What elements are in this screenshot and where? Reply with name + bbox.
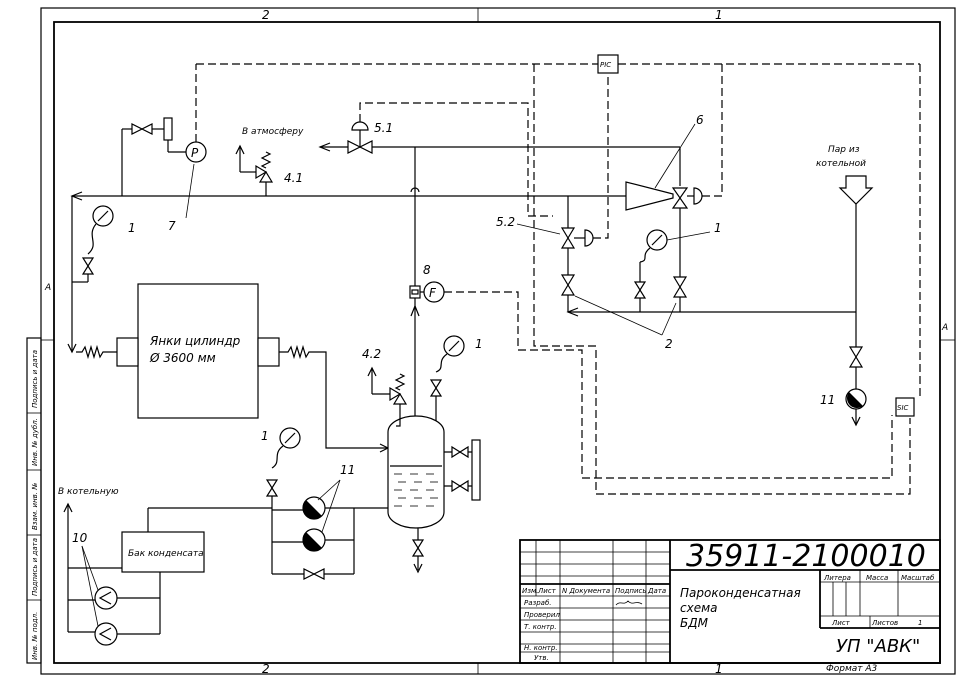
- leader-lines: [185, 123, 696, 336]
- callout: 1: [128, 221, 136, 235]
- signature: [615, 600, 643, 606]
- callout: 11: [340, 463, 355, 477]
- tb-header: Лист: [831, 619, 851, 627]
- cylinder-size: Ø 3600 мм: [149, 351, 216, 365]
- stamp-label: Взам. инв. №: [31, 482, 39, 530]
- callout: 11: [820, 393, 835, 407]
- tb-row: Н. контр.: [524, 644, 558, 652]
- cylinder-label: Янки цилиндр: [149, 334, 241, 348]
- format-label: Формат А3: [826, 664, 878, 674]
- annotations: В атмосферу Пар из котельной В котельную…: [58, 113, 866, 545]
- tb-header: N Документа: [562, 587, 610, 595]
- zone-label: 1: [715, 662, 723, 676]
- zone-label: 1: [715, 8, 723, 22]
- stamp-label: Подпись и дата: [31, 538, 39, 596]
- stamp-label: Инв. № дубл.: [31, 418, 39, 466]
- callout: 1: [475, 337, 483, 351]
- callout: 6: [696, 113, 704, 127]
- doc-number: 35911-2100010: [686, 539, 926, 574]
- drawing-frame: 2 1 2 1 A A Подпись и дата Инв. № дубл. …: [26, 7, 956, 676]
- callout: 1: [714, 221, 722, 235]
- tb-row: Утв.: [534, 654, 549, 662]
- instrument-label: SIC: [897, 404, 909, 412]
- tb-header: Масса: [866, 574, 888, 582]
- pressure-gauges: [72, 205, 711, 497]
- tb-header: Изм.: [522, 587, 538, 595]
- stamp-label: Подпись и дата: [31, 350, 39, 408]
- condensate-pumps: [147, 479, 388, 580]
- steam-pipework: P F: [67, 54, 921, 495]
- company-name: УП "АВК": [836, 636, 920, 657]
- zone-label: A: [941, 323, 948, 333]
- callout: 2: [665, 337, 673, 351]
- callout: 4.2: [362, 347, 381, 361]
- instrument-label: P: [191, 146, 199, 160]
- tb-header: Дата: [647, 587, 666, 595]
- zone-label: 2: [262, 8, 270, 22]
- tb-header: Лист: [537, 587, 557, 595]
- title-line: БДМ: [680, 616, 709, 630]
- stamp-label: Инв. № подл.: [31, 612, 39, 660]
- tank-label: Бак конденсата: [128, 549, 204, 559]
- to-atmosphere-label: В атмосферу: [242, 127, 304, 137]
- instrument-label: F: [429, 286, 437, 300]
- zone-label: A: [44, 283, 51, 293]
- callout: 1: [261, 429, 269, 443]
- tb-row: Проверил: [524, 611, 560, 619]
- tb-value: 1: [918, 619, 922, 627]
- instrument-label: PIC: [600, 61, 611, 69]
- tb-header: Подпись: [615, 587, 647, 595]
- tb-row: Разраб.: [524, 599, 552, 607]
- title-block: 35911-2100010 Пароконденсатная схема БДМ…: [519, 539, 941, 674]
- tb-header: Масштаб: [901, 574, 935, 582]
- condensate-tank: Бак конденсата: [63, 502, 205, 646]
- steam-from-label: котельной: [816, 159, 866, 169]
- callout: 4.1: [284, 171, 303, 185]
- zone-label: 2: [262, 662, 270, 676]
- callout: 5.2: [496, 215, 515, 229]
- title-line: схема: [680, 601, 718, 615]
- to-boiler-label: В котельную: [58, 487, 119, 497]
- tb-row: Т. контр.: [524, 623, 557, 631]
- steam-from-label: Пар из: [828, 145, 860, 155]
- callout: 5.1: [374, 121, 393, 135]
- tb-header: Литера: [823, 574, 851, 582]
- callout: 8: [423, 263, 431, 277]
- separator-vessel: [367, 366, 481, 574]
- callout: 7: [168, 219, 176, 233]
- yankee-cylinder: Янки цилиндр Ø 3600 мм: [116, 283, 390, 453]
- callout: 10: [72, 531, 88, 545]
- tb-header: Листов: [871, 619, 898, 627]
- title-line: Пароконденсатная: [680, 586, 801, 600]
